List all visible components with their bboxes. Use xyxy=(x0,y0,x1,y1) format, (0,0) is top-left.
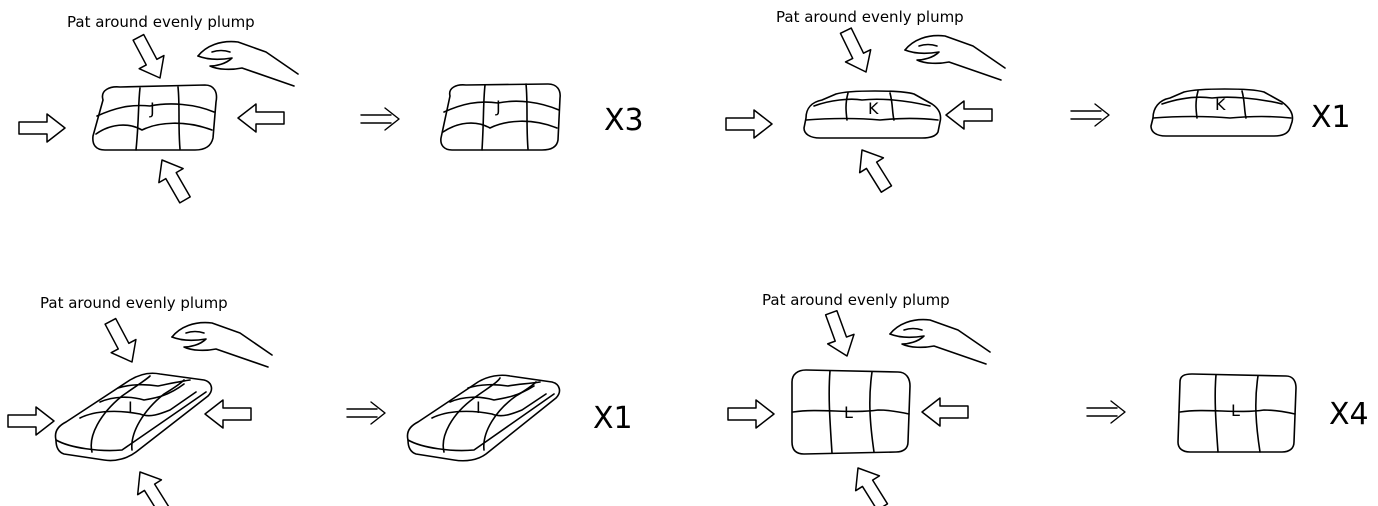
cushion-letter-j: J xyxy=(149,99,155,118)
push-arrow-right xyxy=(945,100,993,130)
cushion-letter-k: K xyxy=(868,99,879,118)
step-j-caption: Pat around evenly plump xyxy=(67,13,255,31)
push-arrow-left xyxy=(18,113,66,143)
step-i-caption: Pat around evenly plump xyxy=(40,294,228,312)
step-i: Pat around evenly plump I xyxy=(7,294,633,506)
push-arrow-bottom xyxy=(849,141,899,198)
multiplier-i: X1 xyxy=(593,401,633,436)
push-arrow-top xyxy=(817,307,861,362)
step-k-caption: Pat around evenly plump xyxy=(776,8,964,26)
cushion-i-shape xyxy=(54,372,213,462)
multiplier-k: X1 xyxy=(1311,100,1351,135)
cushion-letter-l: L xyxy=(844,403,853,422)
cushion-k-result-shape xyxy=(1150,88,1294,137)
push-arrow-left xyxy=(7,406,55,436)
push-arrow-left xyxy=(725,109,773,139)
cushion-result-letter-k: K xyxy=(1215,95,1226,114)
cushion-j-result-shape xyxy=(440,83,561,151)
then-arrow-icon xyxy=(360,107,400,131)
cushion-i-result-shape xyxy=(406,374,561,462)
push-arrow-top xyxy=(125,30,174,86)
cushion-l-result-shape xyxy=(1177,373,1297,453)
then-arrow-icon xyxy=(1070,103,1110,127)
step-l: Pat around evenly plump L xyxy=(727,291,1369,506)
then-arrow-icon xyxy=(346,401,386,425)
push-arrow-bottom xyxy=(127,463,177,506)
push-arrow-left xyxy=(727,399,775,429)
push-arrow-bottom xyxy=(149,152,198,208)
push-arrow-right xyxy=(237,103,285,133)
cushion-result-letter-l: L xyxy=(1231,401,1240,420)
push-arrow-right xyxy=(204,399,252,429)
push-arrow-bottom xyxy=(845,459,895,506)
then-arrow-icon xyxy=(1086,400,1126,424)
push-arrow-top xyxy=(97,314,146,370)
patting-hand-icon xyxy=(197,40,299,87)
cushion-result-letter-i: I xyxy=(476,398,481,417)
cushion-k-shape xyxy=(803,90,942,139)
cushion-result-letter-j: J xyxy=(495,97,501,116)
multiplier-j: X3 xyxy=(604,103,644,138)
cushion-letter-i: I xyxy=(128,398,133,417)
multiplier-l: X4 xyxy=(1329,397,1369,432)
cushion-l-shape xyxy=(791,369,911,455)
cushion-j-shape xyxy=(92,84,218,151)
step-j: Pat around evenly plump J xyxy=(18,13,644,208)
push-arrow-right xyxy=(921,397,969,427)
patting-hand-icon xyxy=(904,34,1006,81)
patting-hand-icon xyxy=(171,321,273,368)
step-k: Pat around evenly plump K xyxy=(725,8,1351,198)
step-l-caption: Pat around evenly plump xyxy=(762,291,950,309)
push-arrow-top xyxy=(832,23,880,79)
patting-hand-icon xyxy=(889,318,991,365)
